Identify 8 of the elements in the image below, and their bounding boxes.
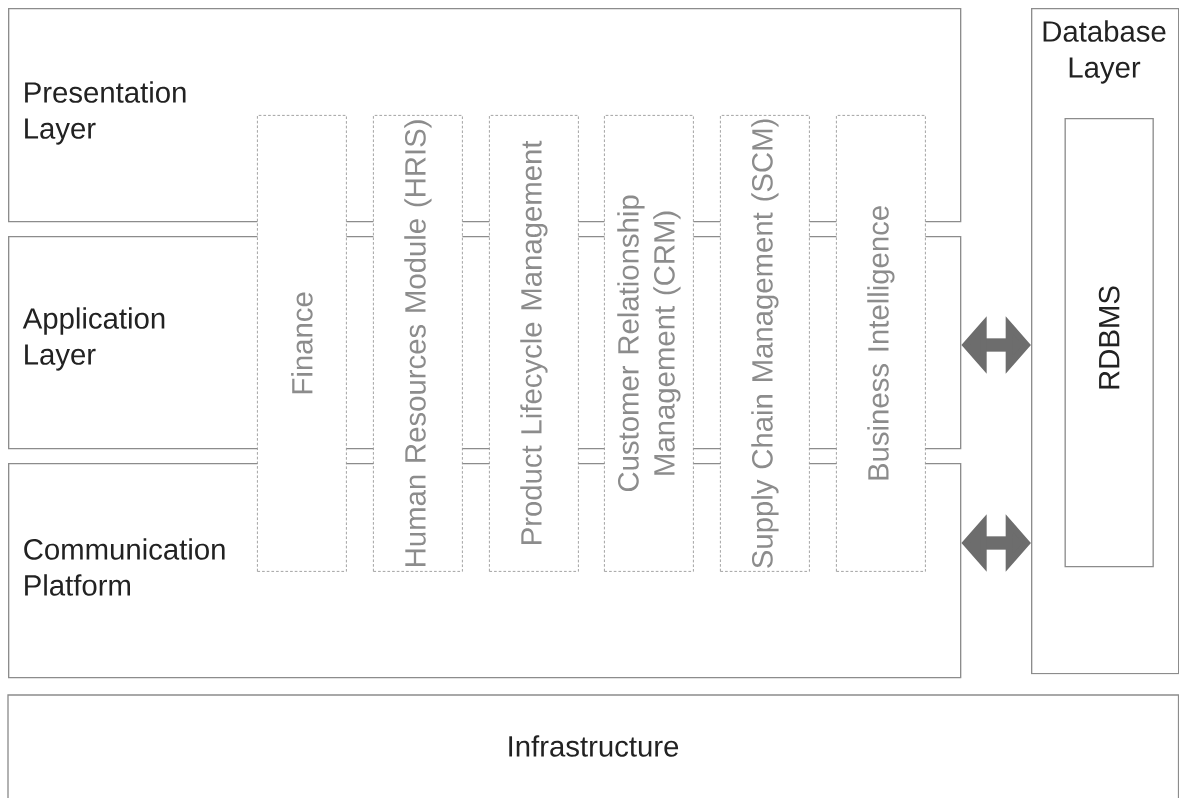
module-box: Human Resources Module (HRIS) [373, 115, 463, 572]
module-box: Customer Relationship Management (CRM) [604, 115, 694, 572]
module-box: Business Intelligence [836, 115, 926, 572]
infrastructure-band: Infrastructure [7, 694, 1179, 798]
module-box: Product Lifecycle Management [489, 115, 579, 572]
module-box: Supply Chain Management (SCM) [720, 115, 810, 572]
module-box: Finance [257, 115, 347, 572]
rdbms-box: RDBMS [1064, 118, 1154, 568]
